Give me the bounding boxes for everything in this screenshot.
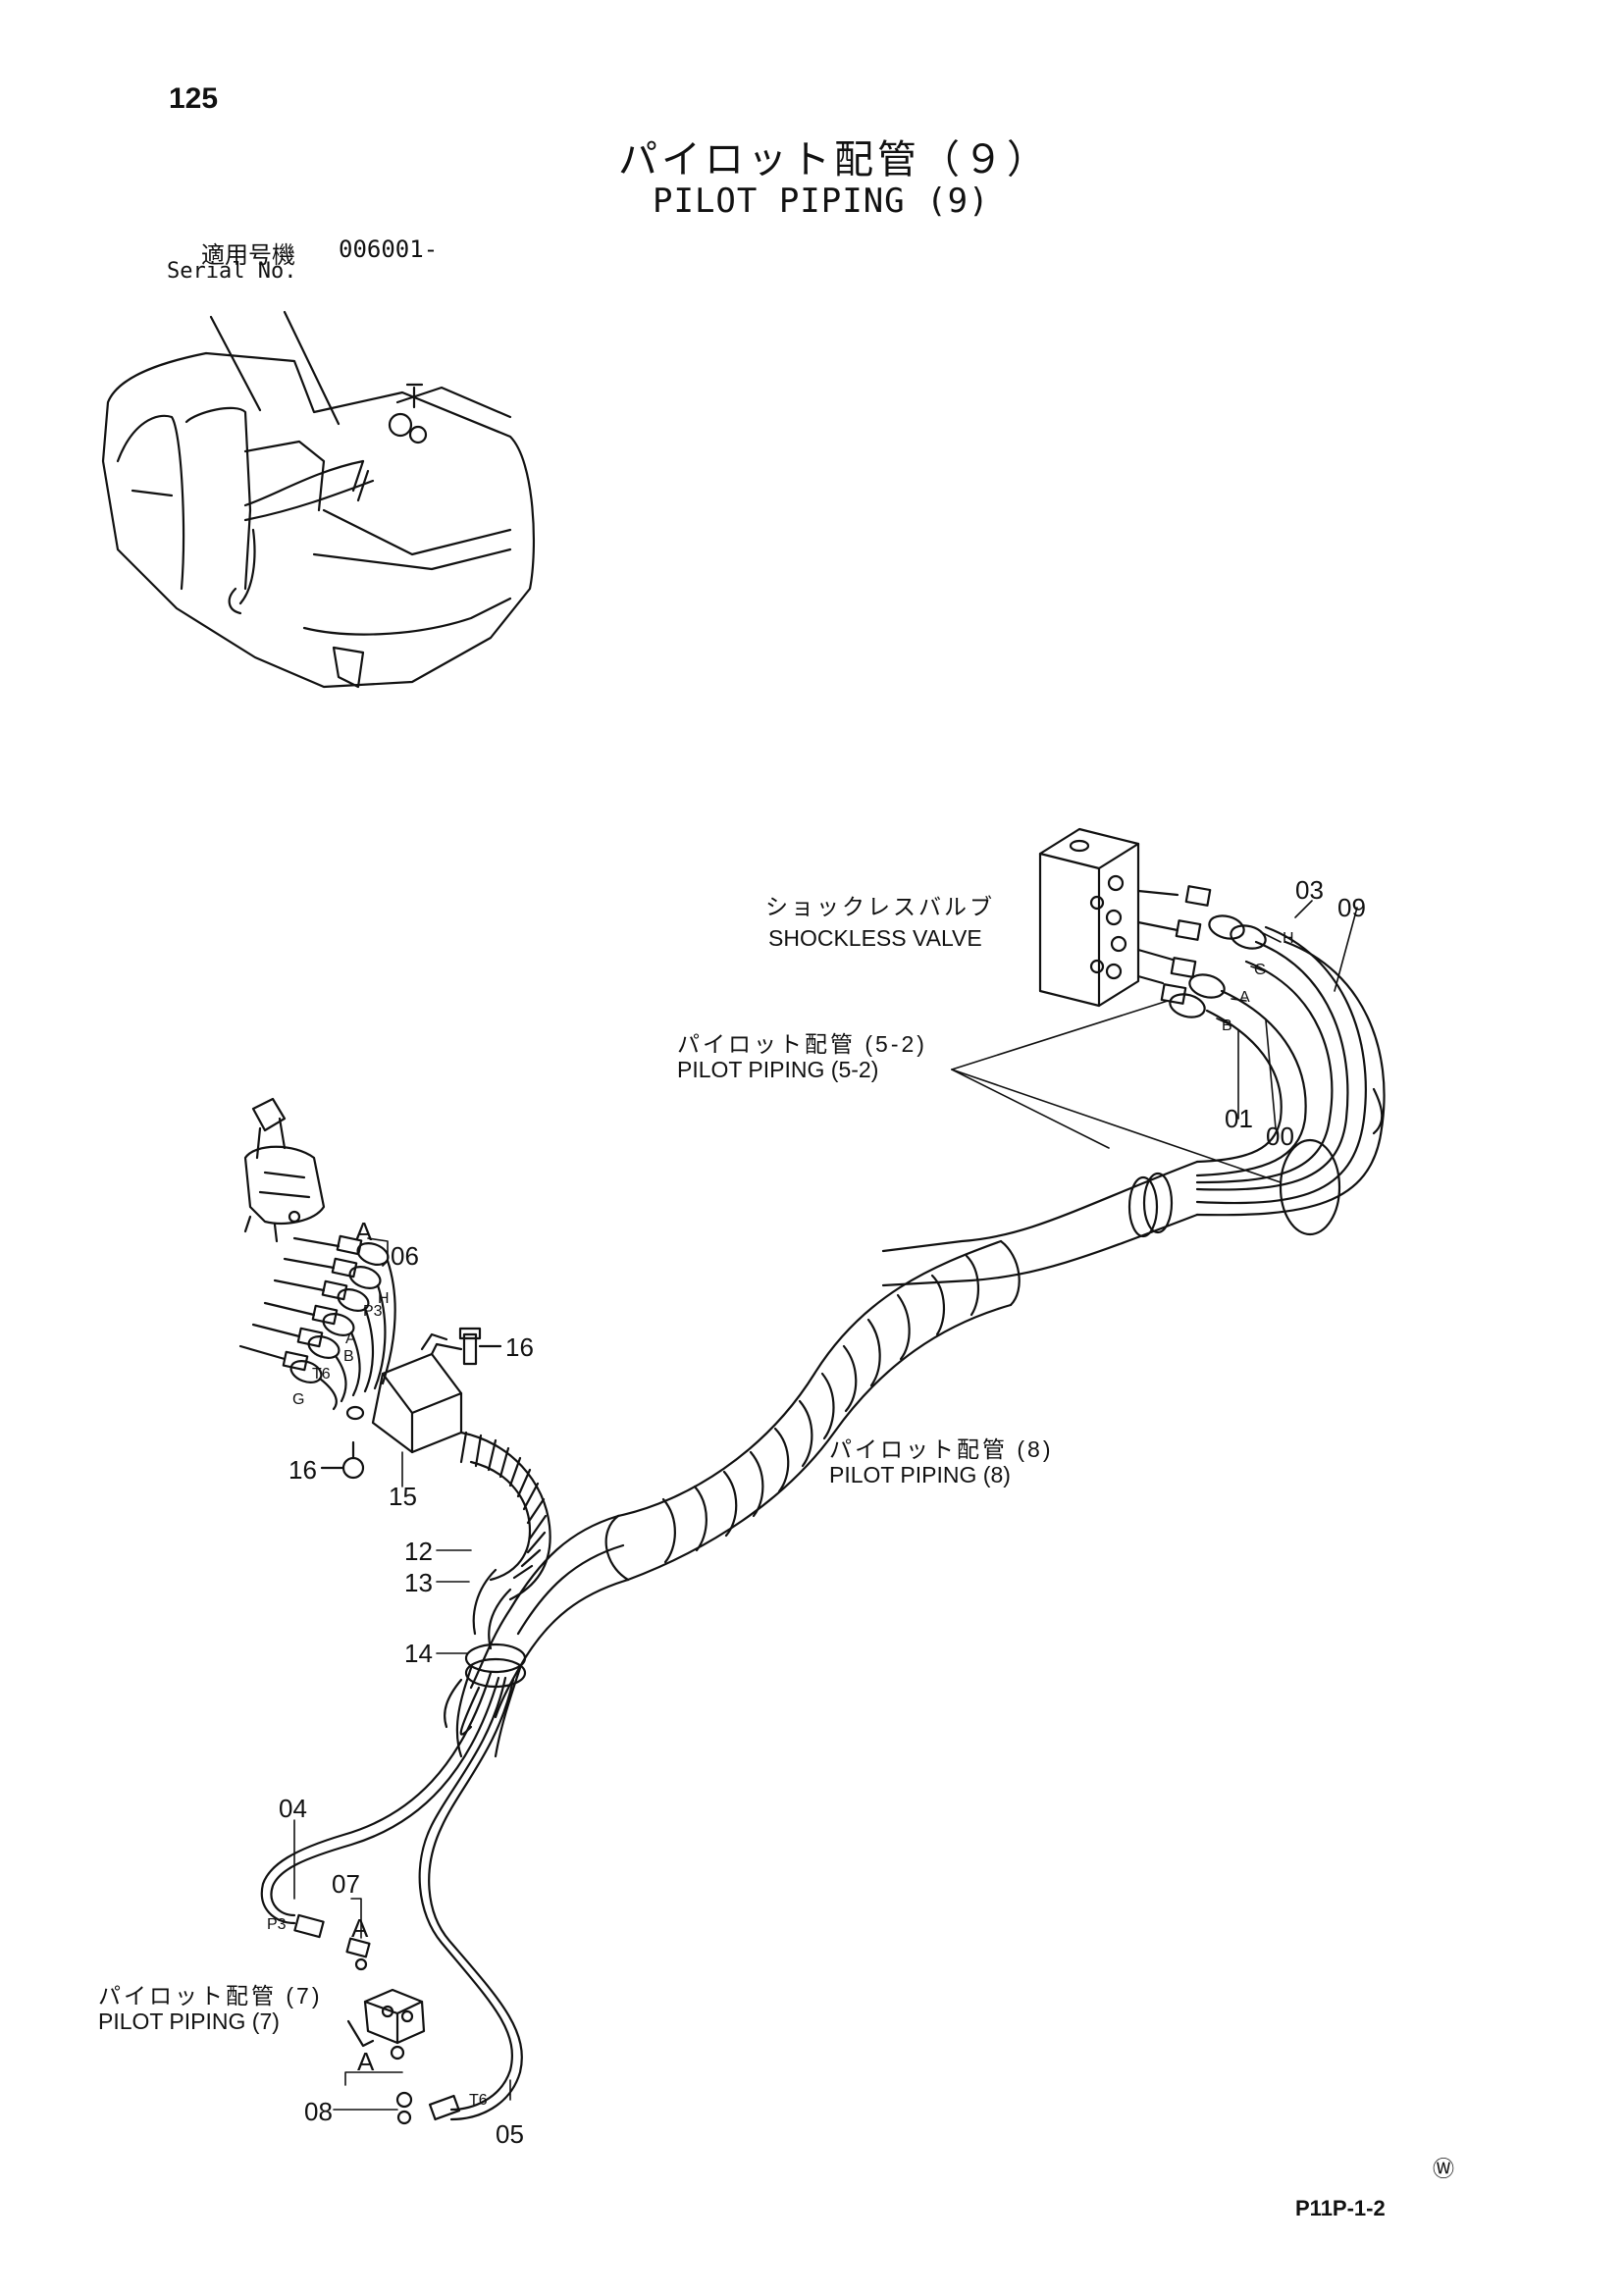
part-number-00: 00 [1266, 1122, 1294, 1151]
left-fittings-cluster [238, 1234, 396, 1411]
port-p3-bottom: P3 [267, 1916, 287, 1933]
pilot-control-valve-lower [346, 1988, 426, 2061]
shockless-valve-label-jp: ショックレスバルブ [765, 894, 995, 919]
manufacturer-mark-icon: Ⓦ [1433, 2158, 1455, 2182]
port-a-08: A [357, 2047, 375, 2076]
part-number-12: 12 [404, 1537, 433, 1566]
part-number-08: 08 [304, 2097, 333, 2126]
excavator-overview-illustration [101, 310, 536, 689]
hose-guard-15 [345, 1332, 463, 1454]
part-number-07: 07 [332, 1869, 360, 1899]
part-number-01: 01 [1225, 1104, 1253, 1133]
pilot-piping-7-label-en: PILOT PIPING (7) [98, 2009, 280, 2034]
bolt-16-icon-lower [320, 1440, 365, 1480]
shockless-valve-illustration [1038, 827, 1140, 1008]
part-number-06: 06 [391, 1241, 419, 1271]
leader-lines [293, 900, 1358, 2111]
shockless-valve-label-en: SHOCKLESS VALVE [768, 925, 982, 951]
serial-label-english: Serial No. [167, 259, 297, 284]
port-h-right: H [1283, 930, 1294, 947]
port-t6-bottom: T6 [469, 2092, 488, 2109]
port-b-right: B [1222, 1018, 1232, 1034]
port-b-left: B [343, 1348, 354, 1365]
pilot-piping-8-bundle [469, 1160, 1199, 1719]
port-p3-left: P3 [363, 1303, 383, 1320]
part-number-05: 05 [496, 2119, 524, 2149]
page-number: 125 [169, 82, 219, 115]
port-a-top: A [355, 1217, 373, 1246]
drawing-code: P11P-1-2 [1295, 2196, 1386, 2220]
serial-label-japanese: 適用号機 [201, 241, 295, 269]
pilot-piping-5-2-label-en: PILOT PIPING (5-2) [677, 1057, 879, 1082]
lower-fittings [293, 1913, 461, 2125]
part-number-16-lower: 16 [288, 1455, 317, 1485]
part-number-09: 09 [1337, 893, 1366, 922]
serial-number-value: 006001- [339, 235, 439, 263]
part-number-14: 14 [404, 1639, 433, 1668]
part-number-13: 13 [404, 1568, 433, 1597]
valve-fittings [1136, 885, 1267, 1018]
clamp-and-lower-hoses [260, 1643, 527, 2121]
part-number-03: 03 [1295, 875, 1324, 905]
pilot-piping-8-label-jp: パイロット配管 (8) [829, 1436, 1054, 1462]
hose-bundle-right [1195, 925, 1386, 1236]
convoluted-hose [459, 1431, 551, 1650]
title-english: PILOT PIPING (9) [653, 182, 990, 221]
port-h-left: H [378, 1290, 390, 1307]
port-a-right: A [1239, 989, 1250, 1006]
port-a-07: A [351, 1913, 369, 1943]
port-g-left: G [292, 1391, 305, 1408]
part-number-16-upper: 16 [505, 1332, 534, 1362]
port-a-left: A [345, 1331, 356, 1347]
part-number-15: 15 [389, 1482, 417, 1511]
part-number-04: 04 [279, 1794, 307, 1823]
pilot-piping-5-2-label-jp: パイロット配管 (5-2) [677, 1031, 927, 1057]
port-t6-left: T6 [312, 1366, 331, 1383]
pilot-control-valve-upper [243, 1097, 326, 1243]
port-g-right: G [1254, 962, 1267, 978]
pilot-piping-7-label-jp: パイロット配管 (7) [98, 1983, 323, 2009]
pilot-piping-8-label-en: PILOT PIPING (8) [829, 1462, 1011, 1487]
title-japanese: パイロット配管（９） [618, 137, 1050, 183]
